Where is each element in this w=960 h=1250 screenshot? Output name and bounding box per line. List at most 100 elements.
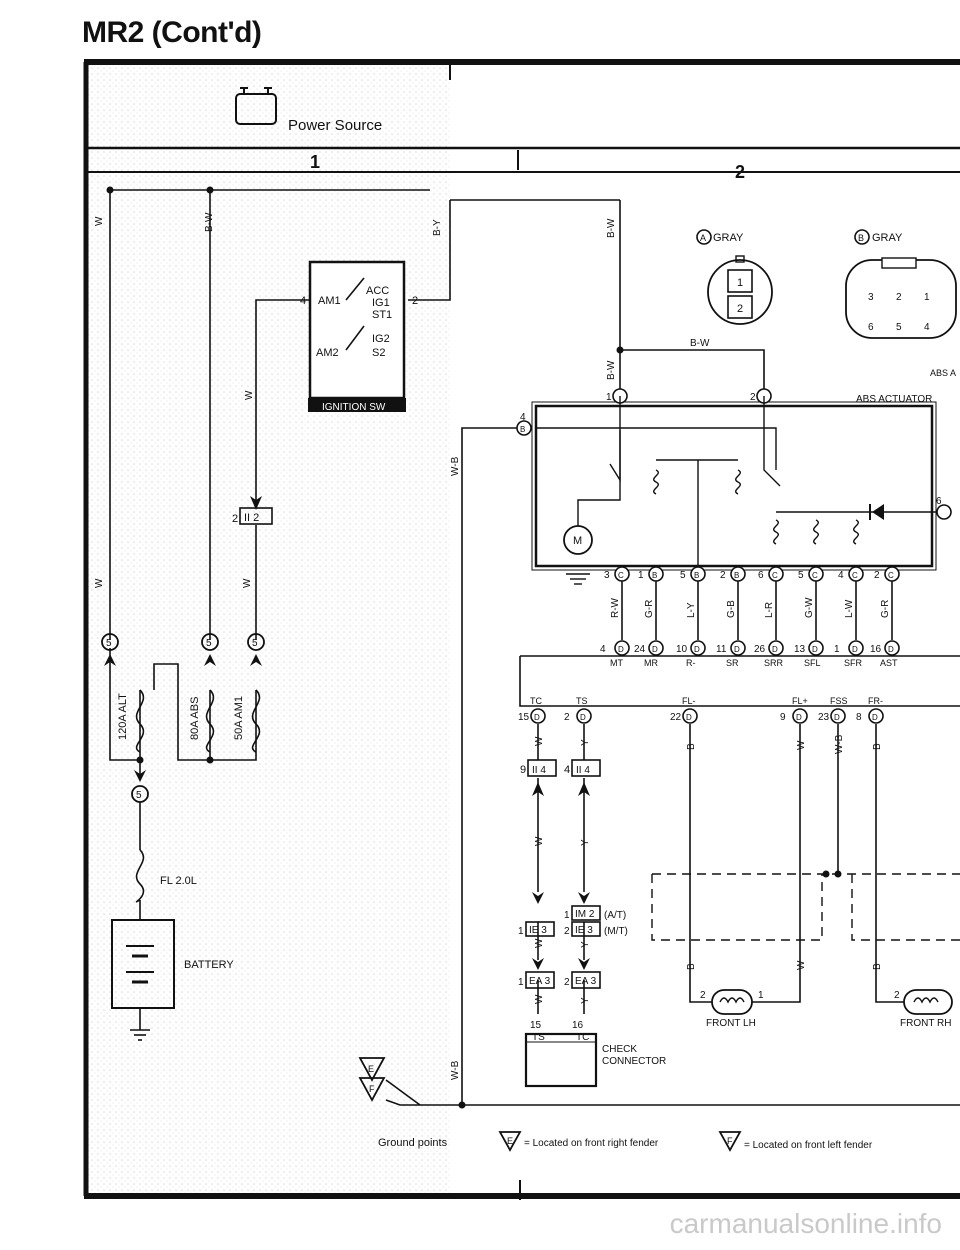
fl-block-id-2: 5 — [206, 638, 212, 649]
wire-y-ts-2: Y — [580, 839, 591, 846]
fl-block-id-4: 5 — [136, 790, 142, 801]
ecu-pin-num: 1 — [834, 644, 840, 655]
abs-pin-num: 5 — [798, 570, 804, 581]
ecu-pin-num: 13 — [794, 644, 806, 655]
ecu-pin-id: D — [652, 645, 658, 654]
check-pin-right-num: 16 — [572, 1020, 584, 1031]
wire-w-tc-4: W — [534, 994, 545, 1004]
ecu-pin-id: D — [618, 645, 624, 654]
battery-icon — [235, 87, 277, 125]
ecu-pin-id: D — [812, 645, 818, 654]
connector-b-pin-6: 6 — [868, 322, 874, 333]
abs-pin-circle — [730, 566, 746, 582]
section-number-2: 2 — [735, 162, 745, 182]
wire-w-4: W — [242, 578, 253, 588]
ea3-pin-right: 2 — [564, 977, 570, 988]
ecu-pin-name: SRR — [764, 658, 784, 668]
wire-b-fr: B — [872, 743, 883, 750]
connector-b-pin-2: 2 — [896, 292, 902, 303]
wire-by: B-Y — [432, 219, 443, 236]
ecu-bottom-pin-circle — [576, 708, 592, 724]
ecu-bottom-pin-name: FL+ — [792, 696, 808, 706]
wire-w-fl-2: W — [796, 960, 807, 970]
wire-b-fl: B — [686, 743, 697, 750]
power-source-label: Power Source — [288, 117, 382, 134]
sensor-rh-label: FRONT RH — [900, 1018, 951, 1029]
ecu-bottom-pin-num: 23 — [818, 712, 830, 723]
wire-bw-3: B-W — [606, 360, 617, 380]
abs-pin-circle — [768, 566, 784, 582]
abs-pin-wire: L-Y — [686, 602, 697, 618]
wire-w-2: W — [244, 390, 255, 400]
abs-pin-wire: L-R — [764, 602, 775, 618]
fusible-link-markers — [101, 633, 265, 803]
ecu-pin-num: 11 — [716, 644, 727, 655]
motor-symbol: M — [573, 535, 582, 547]
ecu-bottom-pin-id: D — [686, 713, 692, 722]
terminal-acc: ACC — [366, 285, 389, 297]
fl-block-id-3: 5 — [252, 638, 258, 649]
wire-w-fl: W — [796, 740, 807, 750]
ecu-pin-id: D — [772, 645, 778, 654]
ecu-pin-num: 10 — [676, 644, 688, 655]
abs-pin-id: C — [852, 571, 858, 580]
junction-ea3-left: EA 3 — [529, 976, 551, 987]
ground-point-icons — [358, 1057, 742, 1152]
ecu-pin-name: MR — [644, 658, 658, 668]
pin-am1: 4 — [300, 295, 306, 307]
ecu-bottom-pin-circle — [682, 708, 698, 724]
footer-watermark: carmanualsonline.info — [669, 1208, 942, 1239]
ecu-pin-id: D — [888, 645, 894, 654]
actuator-ground-icon — [566, 573, 590, 585]
wire-y-ts-1: Y — [580, 739, 591, 746]
ecu-bottom-pin-id: D — [796, 713, 802, 722]
ground-e-note: = Located on front right fender — [524, 1138, 659, 1149]
ecu-bottom-pin-name: FR- — [868, 696, 883, 706]
ground-f-legend-id: F — [727, 1136, 733, 1146]
terminal-am1: AM1 — [318, 295, 341, 307]
splice-points — [106, 186, 842, 1109]
ecu-bottom-pin-id: D — [534, 713, 540, 722]
wire-b-fl-2: B — [686, 963, 697, 970]
ii2-pin: 2 — [232, 513, 238, 525]
ii4-pin-left: 9 — [520, 764, 526, 776]
ecu-bottom-pin-id: D — [580, 713, 586, 722]
junction-ea3-left-box — [525, 971, 555, 989]
connector-b-pin-4: 4 — [924, 322, 930, 333]
junction-ea3-right-box — [571, 971, 601, 989]
abs-pin-num: 2 — [874, 570, 880, 581]
abs-pin-circle — [884, 566, 900, 582]
abs-actuator-edge-label: ABS A — [930, 368, 956, 378]
abs-actuator: ABS A ABS ACTUATOR 1 2 4 B 6 M — [516, 368, 956, 585]
check-connector-line1: CHECK — [602, 1044, 637, 1055]
ecu-bottom-pin-circle — [792, 708, 808, 724]
fuse-50a-am1: 50A AM1 — [233, 696, 245, 740]
terminal-s2: S2 — [372, 347, 385, 359]
ecu-bottom-pin-name: TC — [530, 696, 542, 706]
dashed-harness — [651, 873, 960, 941]
battery-symbol — [111, 919, 175, 1009]
sensor-lh-label: FRONT LH — [706, 1018, 756, 1029]
wire-w-tc-1: W — [534, 736, 545, 746]
ignition-switch-label: IGNITION SW — [322, 402, 386, 413]
wire-bw-4: B-W — [690, 338, 710, 349]
fuse-120a-alt: 120A ALT — [117, 693, 129, 740]
abs-pin-wire: R-W — [610, 597, 621, 618]
wire-y-ts-3: Y — [580, 941, 591, 948]
connector-a-color: GRAY — [713, 232, 744, 244]
junction-ii4-right: II 4 — [576, 765, 590, 776]
fuse-fl-2-0l: FL 2.0L — [160, 875, 197, 887]
abs-pin-num: 6 — [758, 570, 764, 581]
check-connector: 15 16 TS TC CHECK CONNECTOR — [524, 1020, 666, 1088]
junction-ie3-right-box — [571, 921, 601, 937]
abs-pin-num: 1 — [638, 570, 644, 581]
abs-pin-id: C — [888, 571, 894, 580]
abs-pin-wire: G-R — [644, 600, 655, 618]
ecu-bottom-pin-name: TS — [576, 696, 588, 706]
diagram-frame — [83, 59, 960, 1200]
ground-f-note: = Located on front left fender — [744, 1140, 873, 1151]
sensor-lh-pin-left: 2 — [700, 990, 706, 1001]
ecu-pin-id: D — [734, 645, 740, 654]
